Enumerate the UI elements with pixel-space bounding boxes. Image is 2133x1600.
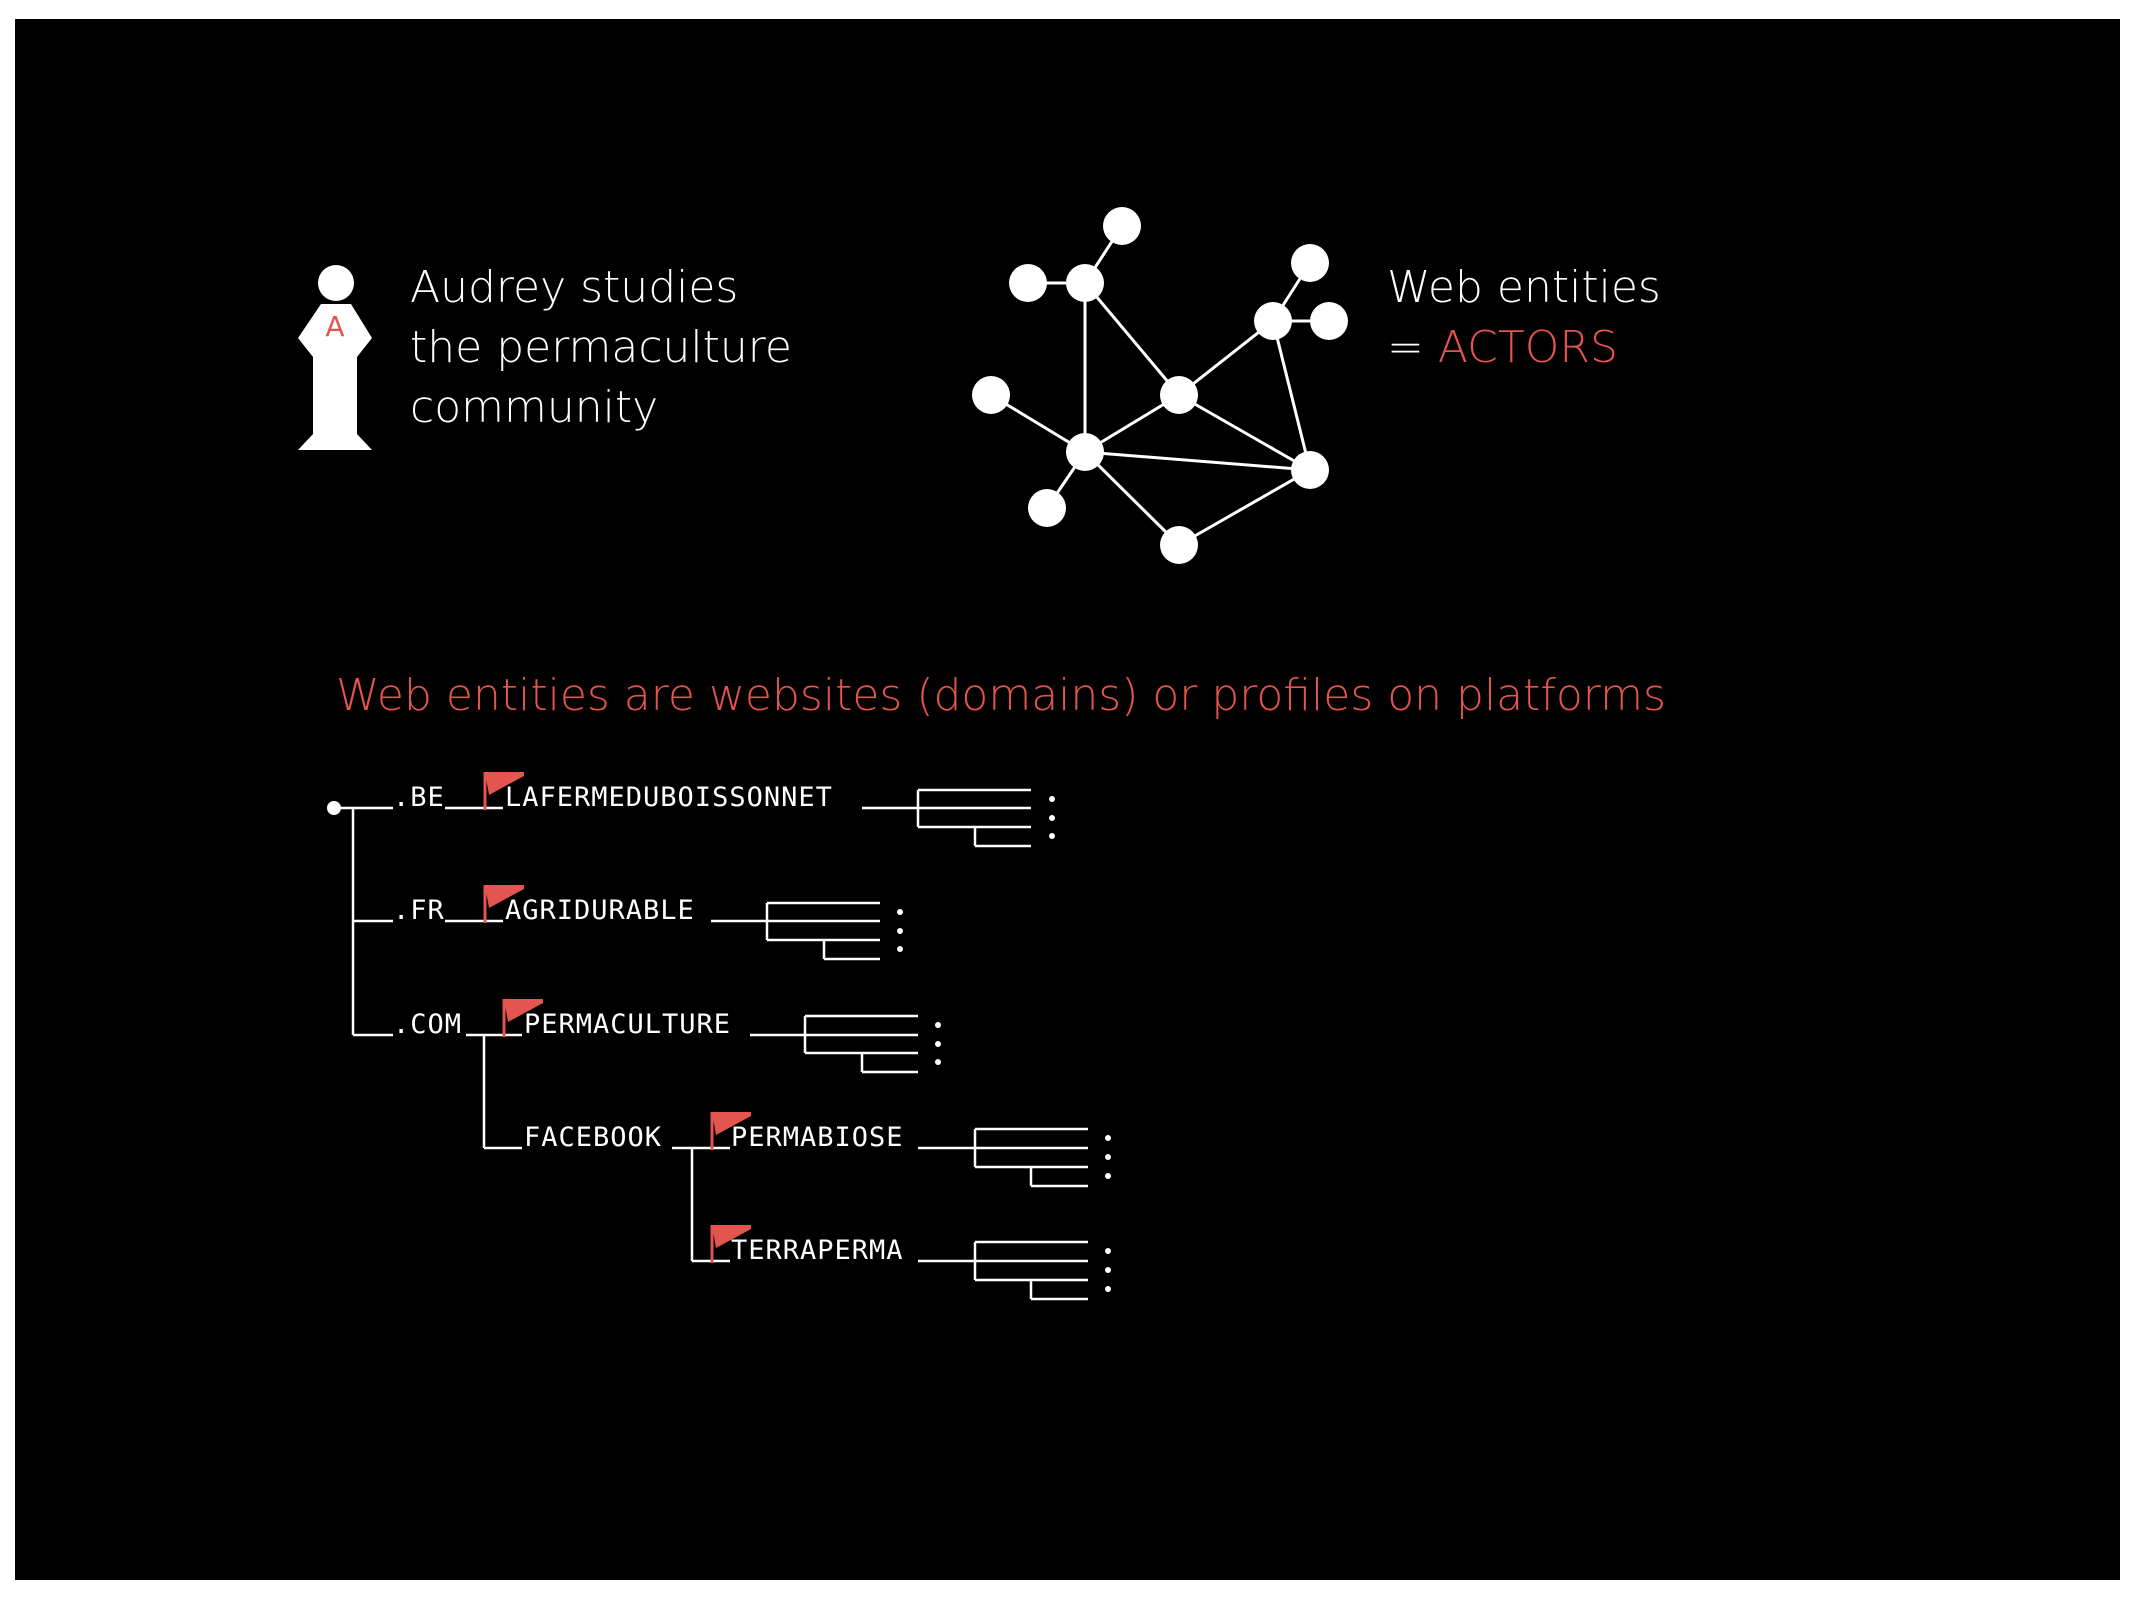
platform-facebook: FACEBOOK: [524, 1122, 663, 1153]
actors-label: ACTORS: [1437, 322, 1618, 373]
ellipsis-icon: [1105, 1248, 1111, 1292]
audrey-caption: Audrey studies the permaculture communit…: [410, 258, 792, 438]
audrey-line-3: community: [410, 382, 659, 433]
subtree-bracket: [765, 901, 880, 961]
web-entities-line-2: = ACTORS: [1387, 318, 1661, 378]
subtree-bracket: [973, 1240, 1088, 1301]
web-entities-line-1: Web entities: [1387, 262, 1661, 313]
entity-permabiose: PERMABIOSE: [731, 1122, 904, 1153]
ellipsis-icon: [897, 909, 903, 952]
flag-icon: [502, 999, 543, 1037]
flag-icon: [710, 1112, 751, 1150]
tld-fr: .FR: [393, 895, 445, 926]
network-graph-icon: [972, 207, 1348, 564]
subtree-bracket: [803, 1014, 918, 1074]
flag-icon: [710, 1225, 751, 1263]
entity-terraperma: TERRAPERMA: [731, 1235, 904, 1266]
audrey-line-1: Audrey studies: [410, 262, 739, 313]
subtitle: Web entities are websites (domains) or p…: [336, 670, 1666, 721]
subtree-bracket: [973, 1127, 1088, 1188]
subtree-bracket: [916, 788, 1031, 848]
person-icon: [298, 265, 372, 450]
ellipsis-icon: [935, 1022, 941, 1065]
entity-permaculture: PERMACULTURE: [524, 1009, 732, 1040]
audrey-line-2: the permaculture: [410, 322, 792, 373]
tld-be: .BE: [393, 782, 445, 813]
entity-lafermeduboissonnet: LAFERMEDUBOISSONNET: [505, 782, 833, 813]
flag-icon: [483, 885, 524, 923]
ellipsis-icon: [1049, 796, 1055, 839]
equals-sign: =: [1387, 322, 1438, 373]
flag-icon: [483, 772, 524, 810]
entity-agridurable: AGRIDURABLE: [505, 895, 695, 926]
tld-com: .COM: [393, 1009, 463, 1040]
domain-tree: [327, 801, 975, 1263]
ellipsis-icon: [1105, 1135, 1111, 1179]
web-entities-caption: Web entities = ACTORS: [1387, 258, 1661, 378]
person-badge: A: [325, 310, 344, 343]
